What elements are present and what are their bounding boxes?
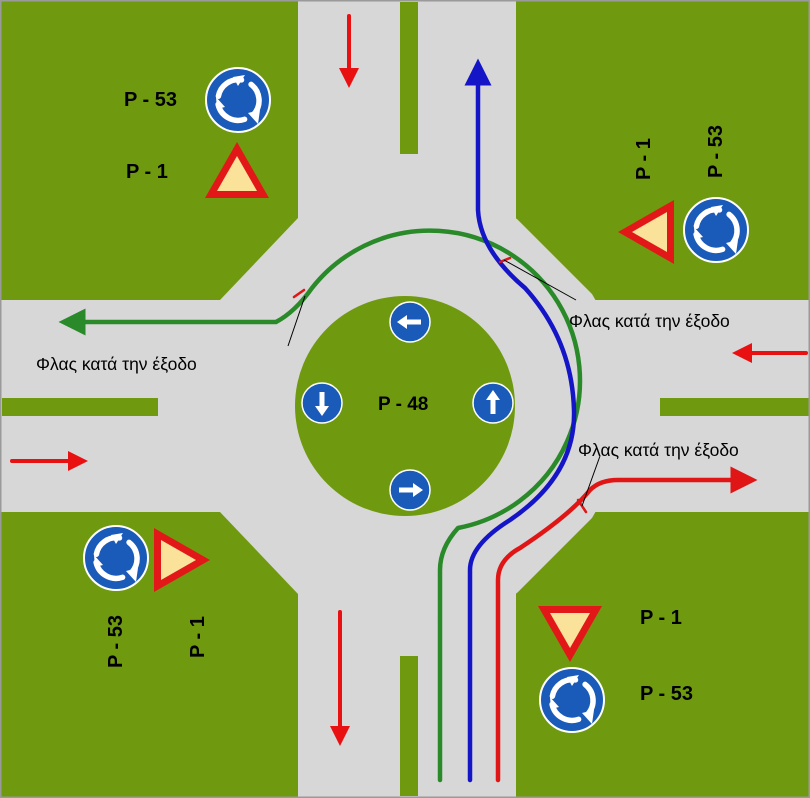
exit-signal-note-south: Φλας κατά την έξοδο	[578, 440, 739, 460]
exit-signal-note-west: Φλας κατά την έξοδο	[36, 354, 197, 374]
direction-arrow-icon	[472, 382, 514, 424]
path-left-turn	[58, 228, 583, 783]
se-yield-sign-label: P - 1	[640, 607, 682, 629]
direction-arrow-icon	[389, 301, 431, 343]
roundabout-sign-icon	[684, 198, 748, 262]
callout-lines	[287, 259, 601, 507]
path-straight	[464, 58, 577, 783]
traffic-arrows	[10, 14, 808, 746]
nw-roundabout-sign-label: P - 53	[124, 89, 177, 111]
sw-yield-sign-label: P - 1	[187, 616, 209, 658]
vehicle-paths	[58, 58, 758, 783]
roundabout-code-label: P - 48	[378, 394, 428, 415]
roundabout-sign-icon	[206, 68, 270, 132]
se-roundabout-sign-label: P - 53	[640, 683, 693, 705]
roundabout-sign-icon	[540, 668, 604, 732]
sw-roundabout-sign-label: P - 53	[105, 615, 127, 668]
nw-yield-sign-label: P - 1	[126, 161, 168, 183]
roundabout-sign-icon	[84, 526, 148, 590]
ne-roundabout-sign-label: P - 53	[705, 125, 727, 178]
exit-signal-note-east: Φλας κατά την έξοδο	[569, 311, 730, 331]
path-right-turn	[495, 466, 758, 783]
direction-arrow-icon	[389, 469, 431, 511]
direction-arrow-icon	[301, 382, 343, 424]
ne-yield-sign-label: P - 1	[633, 138, 655, 180]
central-island	[295, 296, 515, 516]
